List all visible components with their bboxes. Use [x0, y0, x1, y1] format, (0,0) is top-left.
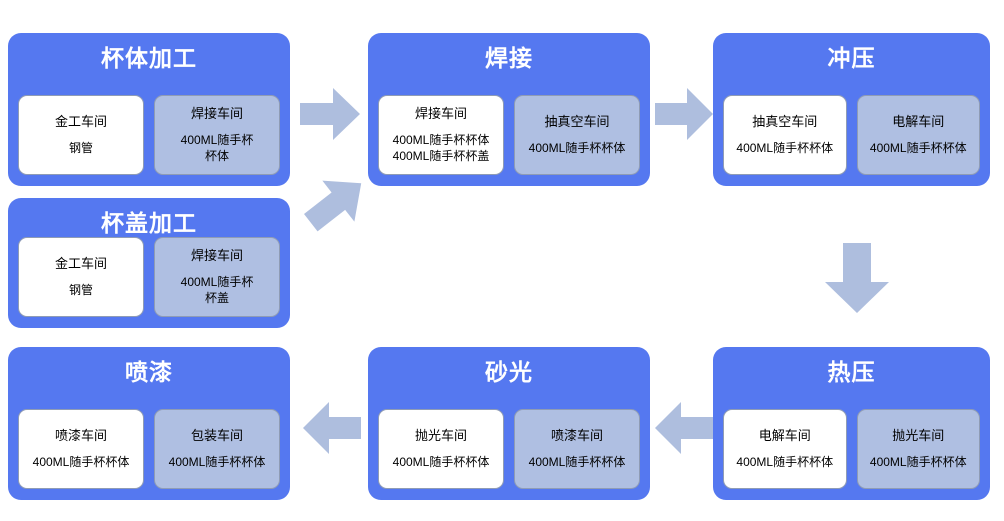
workshop-card-painting[interactable]: 喷漆车间 400ML随手杯杯体 [18, 409, 144, 489]
workshop-card-lines: 400ML随手杯杯体 [393, 454, 490, 470]
workshop-card-lines: 400ML随手杯杯体 [736, 140, 833, 156]
workshop-card-line: 400ML随手杯杯体 [736, 454, 834, 469]
stage-hot-pressing[interactable]: 热压 电解车间 400ML随手杯杯体 抛光车间 400ML随手杯杯体 [713, 347, 990, 500]
workshop-card-lines: 400ML随手杯杯体 [529, 140, 626, 156]
workshop-card-lines: 400ML随手杯杯体 400ML随手杯杯盖 [393, 132, 490, 164]
workshop-card-title: 电解车间 [892, 113, 945, 129]
workshop-card-packaging[interactable]: 包装车间 400ML随手杯杯体 [154, 409, 280, 489]
workshop-card-polishing[interactable]: 抛光车间 400ML随手杯杯体 [378, 409, 504, 489]
stage-cup-lid-processing[interactable]: 杯盖加工 金工车间 钢管 焊接车间 400ML随手杯杯盖 [8, 198, 290, 328]
workshop-card-line: 400ML随手杯杯体 [392, 454, 490, 469]
workshop-card-line: 400ML随手杯杯体 [392, 132, 490, 147]
workshop-card-title: 金工车间 [54, 113, 107, 129]
workshop-card-lines: 400ML随手杯杯体 [736, 454, 833, 470]
workshop-card-line: 400ML随手杯杯盖 [180, 274, 254, 305]
arrow-left-icon-sanding-to-painting [303, 402, 361, 454]
workshop-card-title: 抽真空车间 [544, 113, 610, 129]
workshop-card-title: 焊接车间 [190, 247, 243, 263]
stage-card-list: 抛光车间 400ML随手杯杯体 喷漆车间 400ML随手杯杯体 [378, 409, 640, 489]
workshop-card-electrolysis[interactable]: 电解车间 400ML随手杯杯体 [723, 409, 847, 489]
stage-title: 焊接 [485, 45, 533, 71]
workshop-card-polishing[interactable]: 抛光车间 400ML随手杯杯体 [856, 409, 980, 489]
stage-title: 砂光 [485, 359, 533, 385]
arrow-right-icon-welding-to-stamping [655, 88, 713, 140]
stage-title: 热压 [827, 359, 876, 385]
workshop-card-title: 金工车间 [54, 255, 107, 271]
workshop-card-line: 400ML随手杯杯体 [528, 454, 626, 469]
stage-card-list: 金工车间 钢管 焊接车间 400ML随手杯杯体 [18, 95, 280, 175]
workshop-card-vacuum[interactable]: 抽真空车间 400ML随手杯杯体 [514, 95, 640, 175]
stage-sanding[interactable]: 砂光 抛光车间 400ML随手杯杯体 喷漆车间 400ML随手杯杯体 [368, 347, 650, 500]
stage-card-list: 焊接车间 400ML随手杯杯体 400ML随手杯杯盖 抽真空车间 400ML随手… [378, 95, 640, 175]
workshop-card-lines: 钢管 [69, 140, 93, 156]
stage-card-list: 电解车间 400ML随手杯杯体 抛光车间 400ML随手杯杯体 [723, 409, 980, 489]
workshop-card-line: 400ML随手杯杯体 [32, 454, 130, 469]
stage-title: 杯盖加工 [101, 210, 197, 236]
stage-card-list: 喷漆车间 400ML随手杯杯体 包装车间 400ML随手杯杯体 [18, 409, 280, 489]
workshop-card-lines: 400ML随手杯杯体 [870, 140, 967, 156]
workshop-card-lines: 400ML随手杯杯体 [529, 454, 626, 470]
workshop-card-title: 喷漆车间 [550, 427, 603, 443]
workshop-card-welding[interactable]: 焊接车间 400ML随手杯杯盖 [154, 237, 280, 317]
arrow-right-icon-body-to-welding [300, 88, 360, 140]
workshop-card-metalwork[interactable]: 金工车间 钢管 [18, 95, 144, 175]
workshop-card-line: 400ML随手杯杯盖 [392, 148, 490, 163]
workshop-card-title: 焊接车间 [414, 105, 467, 121]
workshop-card-line: 钢管 [68, 282, 93, 297]
workshop-card-line: 400ML随手杯杯体 [528, 140, 626, 155]
arrow-down-icon-stamping-to-hotpress [825, 243, 889, 313]
stage-painting[interactable]: 喷漆 喷漆车间 400ML随手杯杯体 包装车间 400ML随手杯杯体 [8, 347, 290, 500]
stage-card-list: 抽真空车间 400ML随手杯杯体 电解车间 400ML随手杯杯体 [723, 95, 980, 175]
workshop-card-lines: 400ML随手杯杯体 [169, 454, 266, 470]
workshop-card-line: 400ML随手杯杯体 [869, 140, 967, 155]
workshop-card-lines: 400ML随手杯杯体 [33, 454, 130, 470]
stage-card-list: 金工车间 钢管 焊接车间 400ML随手杯杯盖 [18, 237, 280, 317]
workshop-card-line: 400ML随手杯杯体 [736, 140, 834, 155]
workshop-card-welding[interactable]: 焊接车间 400ML随手杯杯体 [154, 95, 280, 175]
stage-title: 杯体加工 [101, 45, 197, 71]
workshop-card-vacuum[interactable]: 抽真空车间 400ML随手杯杯体 [723, 95, 847, 175]
workshop-card-title: 喷漆车间 [54, 427, 107, 443]
arrow-left-icon-hotpress-to-sanding [655, 402, 713, 454]
workshop-card-line: 400ML随手杯杯体 [869, 454, 967, 469]
workshop-card-lines: 钢管 [69, 282, 93, 298]
workshop-card-title: 电解车间 [758, 427, 811, 443]
workshop-card-lines: 400ML随手杯杯盖 [176, 274, 258, 306]
workshop-card-line: 400ML随手杯杯体 [180, 132, 254, 163]
stage-title: 冲压 [827, 45, 876, 71]
stage-cup-body-processing[interactable]: 杯体加工 金工车间 钢管 焊接车间 400ML随手杯杯体 [8, 33, 290, 186]
workshop-card-electrolysis[interactable]: 电解车间 400ML随手杯杯体 [856, 95, 980, 175]
workshop-card-title: 抽真空车间 [752, 113, 818, 129]
workshop-card-lines: 400ML随手杯杯体 [176, 132, 258, 164]
workshop-card-lines: 400ML随手杯杯体 [870, 454, 967, 470]
workshop-card-title: 焊接车间 [190, 105, 243, 121]
stage-welding[interactable]: 焊接 焊接车间 400ML随手杯杯体 400ML随手杯杯盖 抽真空车间 400M… [368, 33, 650, 186]
workshop-card-line: 400ML随手杯杯体 [168, 454, 266, 469]
workshop-card-line: 钢管 [68, 140, 93, 155]
workshop-card-title: 抛光车间 [892, 427, 945, 443]
workshop-card-welding[interactable]: 焊接车间 400ML随手杯杯体 400ML随手杯杯盖 [378, 95, 504, 175]
workshop-card-metalwork[interactable]: 金工车间 钢管 [18, 237, 144, 317]
workshop-card-painting[interactable]: 喷漆车间 400ML随手杯杯体 [514, 409, 640, 489]
stage-title: 喷漆 [125, 359, 173, 385]
arrow-up-right-icon-lid-to-welding [300, 172, 372, 234]
workshop-card-title: 抛光车间 [414, 427, 467, 443]
workshop-card-title: 包装车间 [190, 427, 243, 443]
stage-stamping[interactable]: 冲压 抽真空车间 400ML随手杯杯体 电解车间 400ML随手杯杯体 [713, 33, 990, 186]
